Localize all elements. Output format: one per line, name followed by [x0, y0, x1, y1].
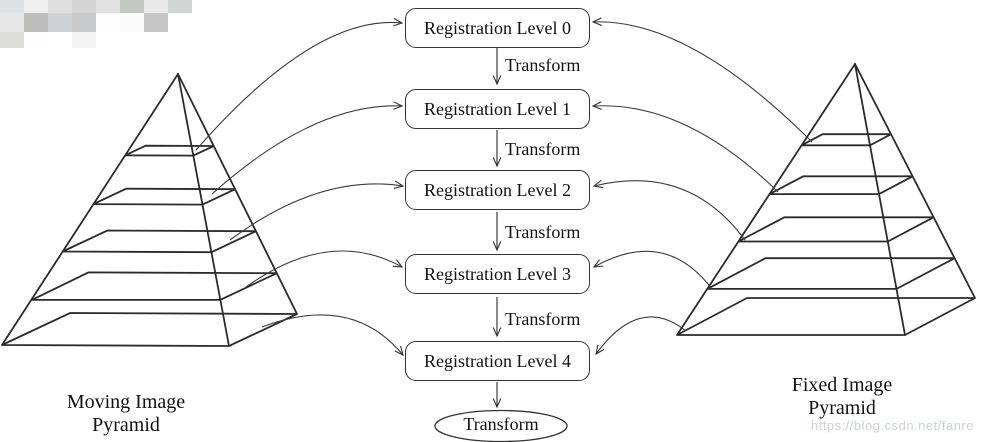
pyramid-level-slab	[1, 312, 298, 347]
arc-fixed-to-level-2	[592, 179, 746, 241]
transform-edge-label-0: Transform	[505, 55, 581, 75]
pyramid-edge	[177, 73, 230, 347]
pyramid-level-slab	[31, 271, 278, 301]
pyramid-level-slab	[706, 257, 956, 290]
pyramid-edge	[854, 63, 906, 336]
arc-fixed-to-level-1	[591, 101, 779, 193]
registration-level-1-box: Registration Level 1	[405, 89, 590, 129]
pyramid-level-slab	[124, 144, 215, 157]
censored-watermark-mosaic	[0, 0, 192, 48]
moving-pyramid-caption-line1: Moving Image	[66, 391, 186, 413]
pyramid-level-slab	[93, 187, 236, 206]
watermark-text: https://blog.csdn.net/fanre	[810, 418, 974, 433]
fixed-pyramid-caption: Fixed Image Pyramid	[762, 374, 922, 420]
arc-moving-to-level-1	[211, 101, 404, 195]
arc-moving-to-level-0	[195, 17, 404, 151]
pyramid-edge	[676, 63, 856, 336]
fixed-pyramid-caption-line1: Fixed Image	[791, 374, 893, 396]
fixed-pyramid-caption-line2: Pyramid	[808, 397, 876, 419]
transform-edge-label-3: Transform	[505, 309, 581, 329]
pyramid-edge	[854, 63, 976, 299]
fixed-pyramid-wireframe	[676, 63, 976, 336]
transform-edge-label-1: Transform	[505, 139, 581, 159]
moving-pyramid-wireframe	[1, 73, 298, 347]
pyramid-level-slab	[769, 175, 914, 196]
arc-moving-to-level-3	[245, 250, 404, 288]
arc-fixed-to-level-0	[591, 17, 813, 143]
registration-level-3-box: Registration Level 3	[405, 254, 590, 294]
pyramid-level-slab	[62, 229, 257, 254]
transform-terminal-label: Transform	[463, 414, 539, 434]
pyramid-level-slab	[801, 133, 892, 147]
pyramid-edge	[1, 73, 179, 346]
moving-pyramid-arcs	[195, 17, 405, 357]
arc-moving-to-level-2	[229, 180, 405, 241]
pyramid-edge	[177, 73, 298, 315]
pyramid-level-slab	[737, 216, 935, 243]
arc-fixed-to-level-3	[592, 250, 713, 290]
pyramid-level-slab	[676, 297, 976, 336]
fixed-pyramid-arcs	[591, 17, 813, 356]
registration-level-4-box: Registration Level 4	[405, 341, 590, 381]
arc-moving-to-level-4	[261, 314, 404, 357]
arc-fixed-to-level-4	[595, 316, 687, 356]
transform-edge-label-2: Transform	[505, 222, 581, 242]
registration-level-2-box: Registration Level 2	[405, 170, 590, 210]
moving-pyramid-caption: Moving Image Pyramid	[46, 391, 206, 437]
moving-pyramid-caption-line2: Pyramid	[92, 414, 160, 436]
registration-level-0-box: Registration Level 0	[405, 8, 590, 48]
